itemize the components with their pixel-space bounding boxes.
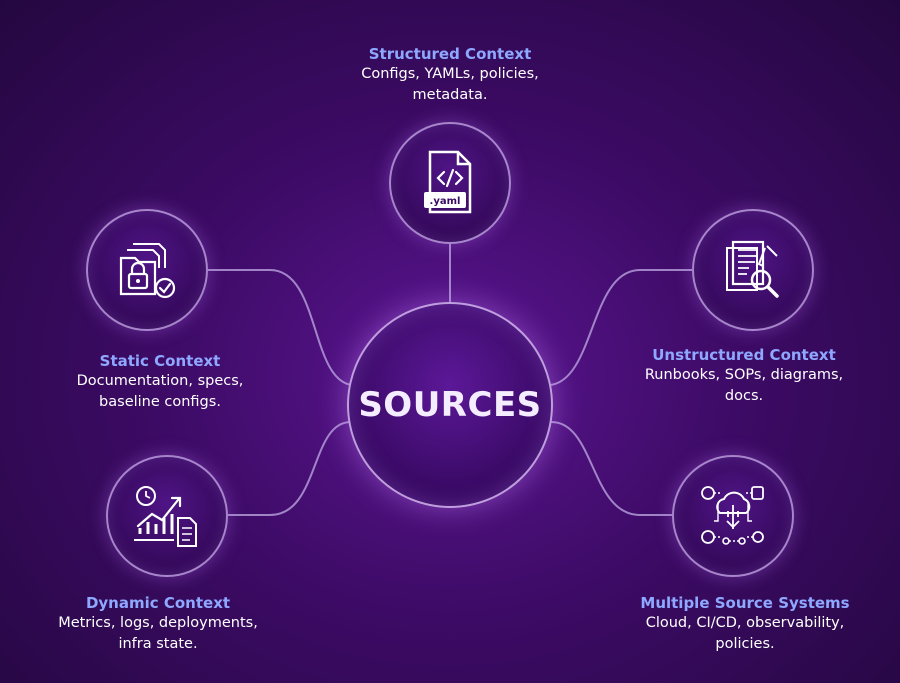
unstructured-context-label: Unstructured Context Runbooks, SOPs, dia… xyxy=(614,345,874,407)
node-desc-line: Metrics, logs, deployments, xyxy=(58,615,258,631)
multiple-source-systems-label: Multiple Source Systems Cloud, CI/CD, ob… xyxy=(615,593,875,655)
static-context-label: Static Context Documentation, specs, bas… xyxy=(30,351,290,413)
connector-dynamic xyxy=(228,420,353,516)
node-desc-line: docs. xyxy=(724,388,764,404)
connector-multiple xyxy=(549,420,672,516)
structured-context-node: .yaml xyxy=(389,122,511,244)
node-desc-line: Configs, YAMLs, policies, xyxy=(361,66,539,82)
static-context-node xyxy=(86,209,208,331)
structured-context-label: Structured Context Configs, YAMLs, polic… xyxy=(320,44,580,106)
locked-folder-icon xyxy=(119,243,176,299)
metrics-chart-icon xyxy=(134,486,197,547)
node-desc-line: baseline configs. xyxy=(99,394,221,410)
connector-static xyxy=(208,269,353,386)
node-desc-line: Cloud, CI/CD, observability, xyxy=(645,615,845,631)
dynamic-context-node xyxy=(106,455,228,577)
node-desc-line: Documentation, specs, xyxy=(76,373,244,389)
document-search-icon xyxy=(726,240,779,298)
yaml-file-icon: .yaml xyxy=(424,150,472,214)
node-title: Structured Context xyxy=(368,45,532,63)
dynamic-context-label: Dynamic Context Metrics, logs, deploymen… xyxy=(28,593,288,655)
unstructured-context-node xyxy=(692,209,814,331)
node-title: Multiple Source Systems xyxy=(640,594,850,612)
node-desc-line: metadata. xyxy=(412,87,488,103)
node-title: Static Context xyxy=(99,352,221,370)
node-desc-line: Runbooks, SOPs, diagrams, xyxy=(644,367,844,383)
sources-hub: SOURCES xyxy=(347,302,553,508)
node-title: Dynamic Context xyxy=(85,594,231,612)
node-desc-line: policies. xyxy=(715,636,775,652)
cloud-network-icon xyxy=(701,486,764,545)
multiple-source-systems-node xyxy=(672,455,794,577)
node-desc-line: infra state. xyxy=(118,636,198,652)
connector-unstructured xyxy=(549,269,692,386)
node-title: Unstructured Context xyxy=(652,346,836,364)
yaml-icon-text: .yaml xyxy=(430,196,461,207)
hub-label: SOURCES xyxy=(358,385,542,425)
